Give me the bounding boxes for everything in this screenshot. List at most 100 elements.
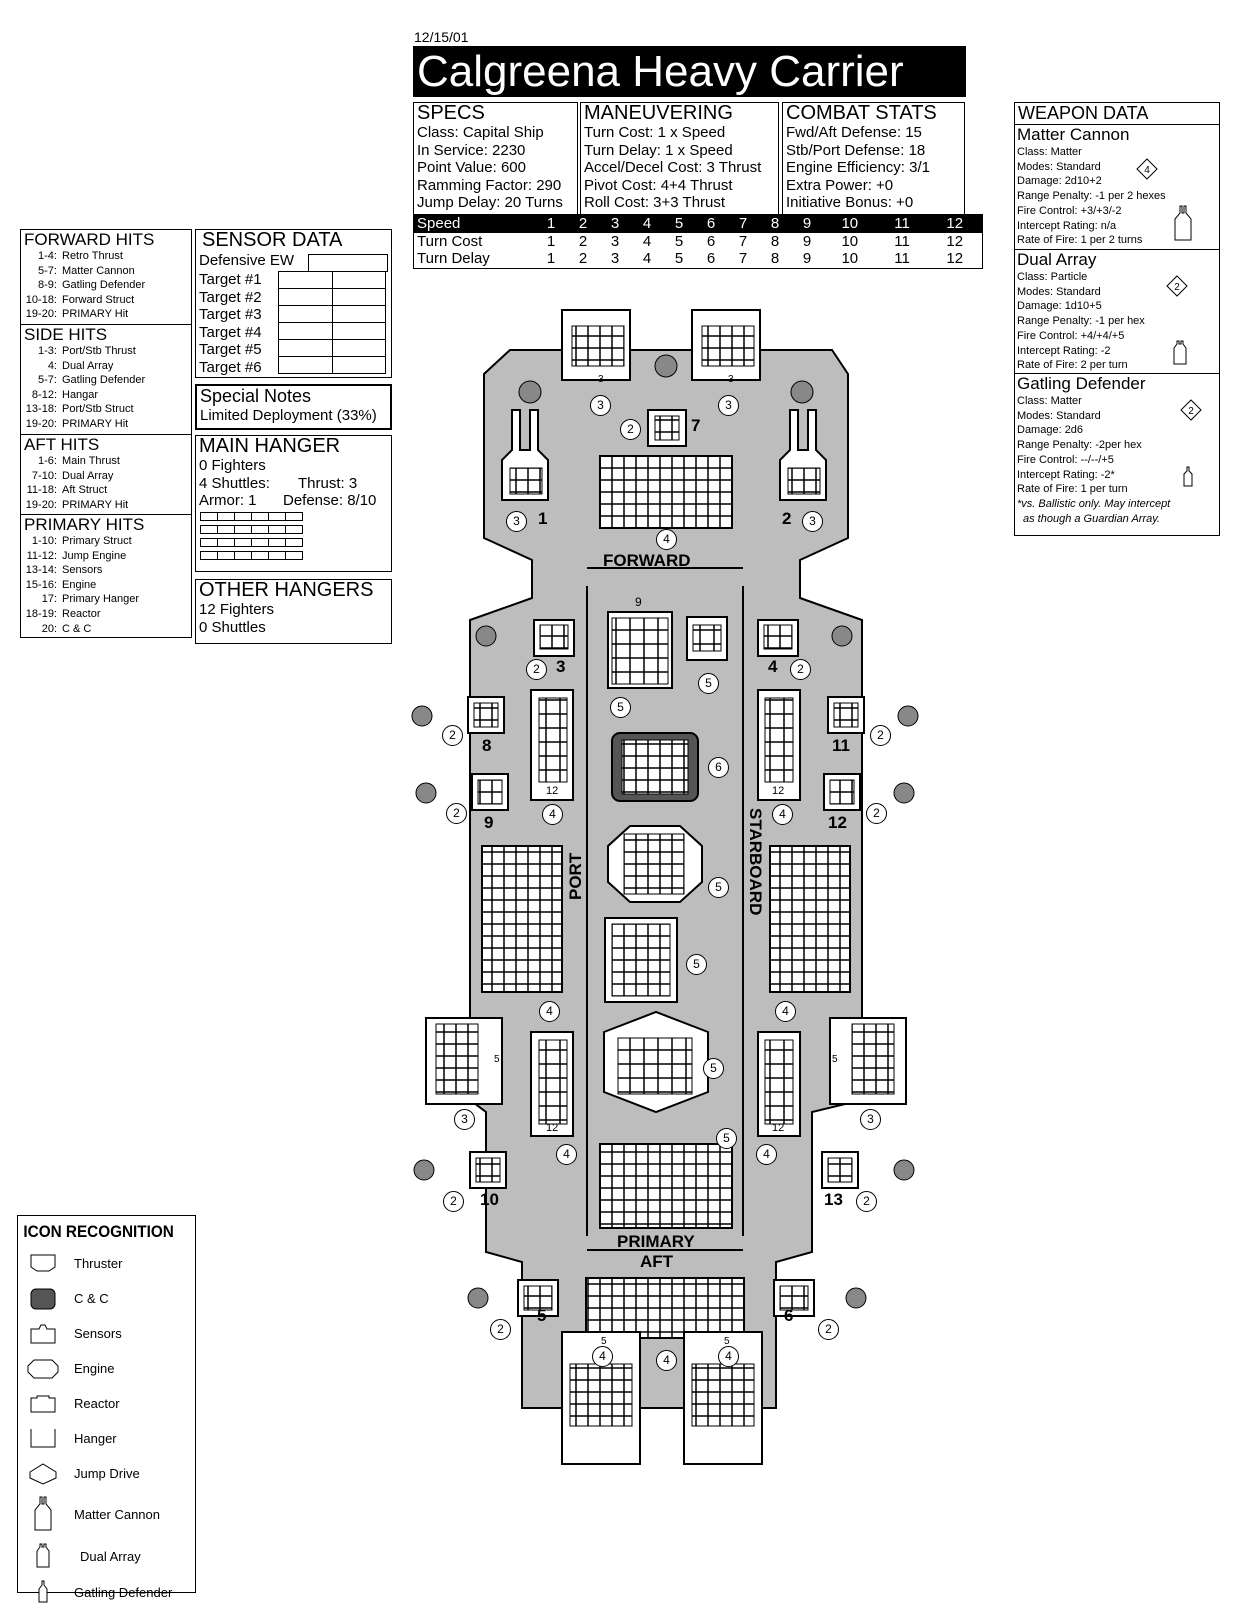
shuttle-damage-boxes[interactable] <box>196 510 391 560</box>
armor-diamond-icon: 2 <box>1166 275 1188 297</box>
thruster-rating: 3 <box>598 374 604 385</box>
weapon-id: 2 <box>782 509 792 528</box>
speed-cell: 1 <box>535 214 567 233</box>
sensor-data-panel: SENSOR DATA Defensive EW Target #1 Targe… <box>195 229 392 378</box>
hit-range: 15-16: <box>25 578 57 591</box>
main-hanger-defense: Defense: 8/10 <box>283 492 377 510</box>
turn-cost-cell: 2 <box>578 232 588 250</box>
armor-circle: 2 <box>443 1191 464 1212</box>
hit-range: 10-18: <box>25 293 57 306</box>
hit-system: Dual Array <box>62 359 114 372</box>
armor-value: 4 <box>1144 165 1150 176</box>
hit-system: Primary Struct <box>62 535 132 547</box>
hit-row: 13-18: Port/Stb Struct <box>21 402 191 417</box>
hit-system: Gatling Defender <box>62 374 146 387</box>
turn-delay-cell: 1 <box>546 250 556 267</box>
hit-row: 19-20:PRIMARY Hit <box>21 417 191 432</box>
weapon-data-panel: WEAPON DATA Matter Cannon Class: Matter … <box>1014 102 1220 536</box>
ship-title: Calgreena Heavy Carrier <box>413 46 966 97</box>
hit-system: Port/Stb Struct <box>62 403 134 416</box>
hit-range: 1-6: <box>38 455 57 467</box>
maneuvering-line: Turn Cost: 1 x Speed <box>584 124 726 141</box>
hit-row: 17:Primary Hanger <box>21 592 191 607</box>
armor-circle: 2 <box>620 419 641 440</box>
armor-circle: 4 <box>542 804 563 825</box>
target-label: Target #6 <box>199 358 262 376</box>
speed-cell: 11 <box>876 214 928 233</box>
armor-circle: 5 <box>703 1058 724 1079</box>
hit-row: 8-12:Hangar <box>21 388 191 403</box>
hit-row: 10-18:Forward Struct <box>21 293 191 308</box>
weapon-gatling-defender: Gatling Defender Class: Matter Modes: St… <box>1015 374 1219 526</box>
turn-delay-cell: 3 <box>610 250 620 267</box>
weapon-line: Class: Matter <box>1017 395 1082 407</box>
weapon-id: 12 <box>828 813 847 832</box>
hit-row: 20:C & C <box>21 622 191 637</box>
hangar-rating: 12 <box>546 785 559 797</box>
hit-row: 1-4:Retro Thrust <box>21 249 191 264</box>
speed-row: Speed 1 2 3 4 5 6 7 8 9 10 11 12 <box>413 214 983 233</box>
legend-label: Dual Array <box>80 1548 141 1564</box>
weapon-id: 3 <box>556 657 566 676</box>
thruster-rating: 5 <box>601 1336 607 1347</box>
hit-system: Gatling Defender <box>62 279 146 292</box>
hit-system: Primary Hanger <box>62 593 140 606</box>
sensors-icon <box>30 1324 56 1343</box>
turn-delay-cell: 9 <box>802 250 812 267</box>
armor-circle: 5 <box>708 877 729 898</box>
weapon-line: Intercept Rating: n/a <box>1017 219 1117 232</box>
maneuvering-panel: MANEUVERING Turn Cost: 1 x Speed Turn De… <box>580 102 779 215</box>
hit-row: 4:Dual Array <box>21 359 191 374</box>
weapon-id: 6 <box>784 1306 794 1325</box>
sensor-heading: SENSOR DATA <box>202 229 343 251</box>
weapon-line: Class: Matter <box>1017 146 1082 158</box>
main-hanger-thrust: Thrust: 3 <box>298 474 358 492</box>
hangar-rating: 12 <box>772 1122 785 1134</box>
main-hanger-heading: MAIN HANGER <box>199 435 341 457</box>
hits-heading: AFT HITS <box>24 435 100 454</box>
speed-cell: 10 <box>823 214 877 233</box>
hit-row: 18-19:Reactor <box>21 607 191 622</box>
specs-line: Jump Delay: 20 Turns <box>417 194 563 212</box>
armor-circle: 4 <box>718 1346 739 1367</box>
turn-cost-cell: 8 <box>770 232 780 250</box>
armor-diamond-icon: 4 <box>1136 158 1158 180</box>
combat-line: Extra Power: +0 <box>786 176 894 194</box>
hit-range: 7-10: <box>31 469 57 482</box>
speed-cell: 8 <box>759 214 791 233</box>
specs-line: Point Value: 600 <box>417 159 526 177</box>
hit-system: Retro Thrust <box>62 250 123 262</box>
weapon-note: as though a Guardian Array. <box>1023 512 1160 525</box>
weapon-id: 7 <box>691 416 701 435</box>
jump-drive-icon <box>29 1462 57 1485</box>
icon-recognition-heading: ICON RECOGNITION <box>23 1222 174 1241</box>
weapon-line: Modes: Standard <box>1017 160 1101 173</box>
weapon-id: 10 <box>480 1190 499 1209</box>
hit-system: Dual Array <box>62 469 114 482</box>
armor-circle: 2 <box>790 659 811 680</box>
turn-cost-cell: 9 <box>802 232 812 250</box>
turn-delay-cell: 5 <box>674 250 684 267</box>
weapon-id: 11 <box>832 736 850 755</box>
armor-circle: 4 <box>772 804 793 825</box>
hangar-rating: 12 <box>772 785 785 797</box>
weapon-line: Damage: 2d10+2 <box>1017 175 1102 188</box>
weapon-name: Matter Cannon <box>1017 125 1130 144</box>
hit-row: 1-6:Main Thrust <box>21 454 191 469</box>
jump-engine-rating: 9 <box>635 595 642 609</box>
armor-circle: 3 <box>506 511 527 532</box>
weapon-line: Intercept Rating: -2 <box>1017 344 1111 357</box>
armor-circle: 3 <box>802 511 823 532</box>
armor-circle: 4 <box>656 529 677 550</box>
hit-range: 13-18: <box>25 403 57 416</box>
weapon-id: 4 <box>768 657 778 676</box>
main-hanger-panel: MAIN HANGER 0 Fighters 4 Shuttles:Thrust… <box>195 435 392 572</box>
special-notes-text: Limited Deployment (33%) <box>200 407 377 424</box>
weapon-id: 8 <box>482 736 492 755</box>
legend-label: C & C <box>74 1291 109 1306</box>
specs-line: Class: Capital Ship <box>417 124 544 141</box>
target-label: Target #4 <box>199 323 262 341</box>
starboard-section-label: STARBOARD <box>746 808 765 916</box>
defensive-ew-label: Defensive EW <box>199 252 295 269</box>
target-grid[interactable] <box>278 271 386 374</box>
